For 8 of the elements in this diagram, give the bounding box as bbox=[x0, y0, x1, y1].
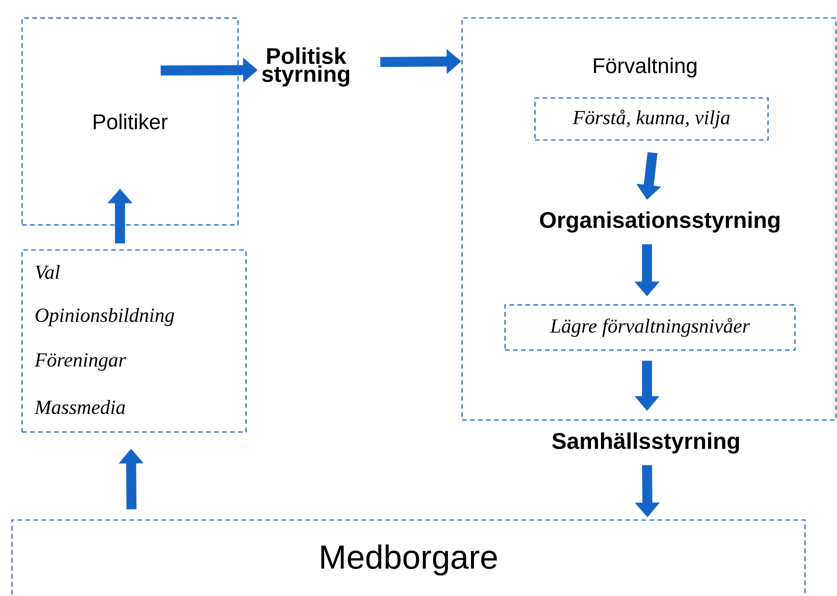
bold-label: Organisationsstyrning bbox=[540, 211, 780, 233]
bold-label: Samhällsstyrning bbox=[552, 432, 739, 454]
dashed-box: Förstå, kunna, vilja bbox=[534, 97, 769, 141]
bold-label: Politisk styrning bbox=[262, 47, 350, 87]
dashed-box: Medborgare bbox=[11, 519, 806, 596]
dashed-box: Politiker bbox=[21, 17, 239, 226]
dashed-list-box: Val Opinionsbildning Föreningar Massmedia bbox=[21, 249, 247, 433]
dashed-box: Lägre förvaltningsnivåer bbox=[504, 304, 796, 351]
